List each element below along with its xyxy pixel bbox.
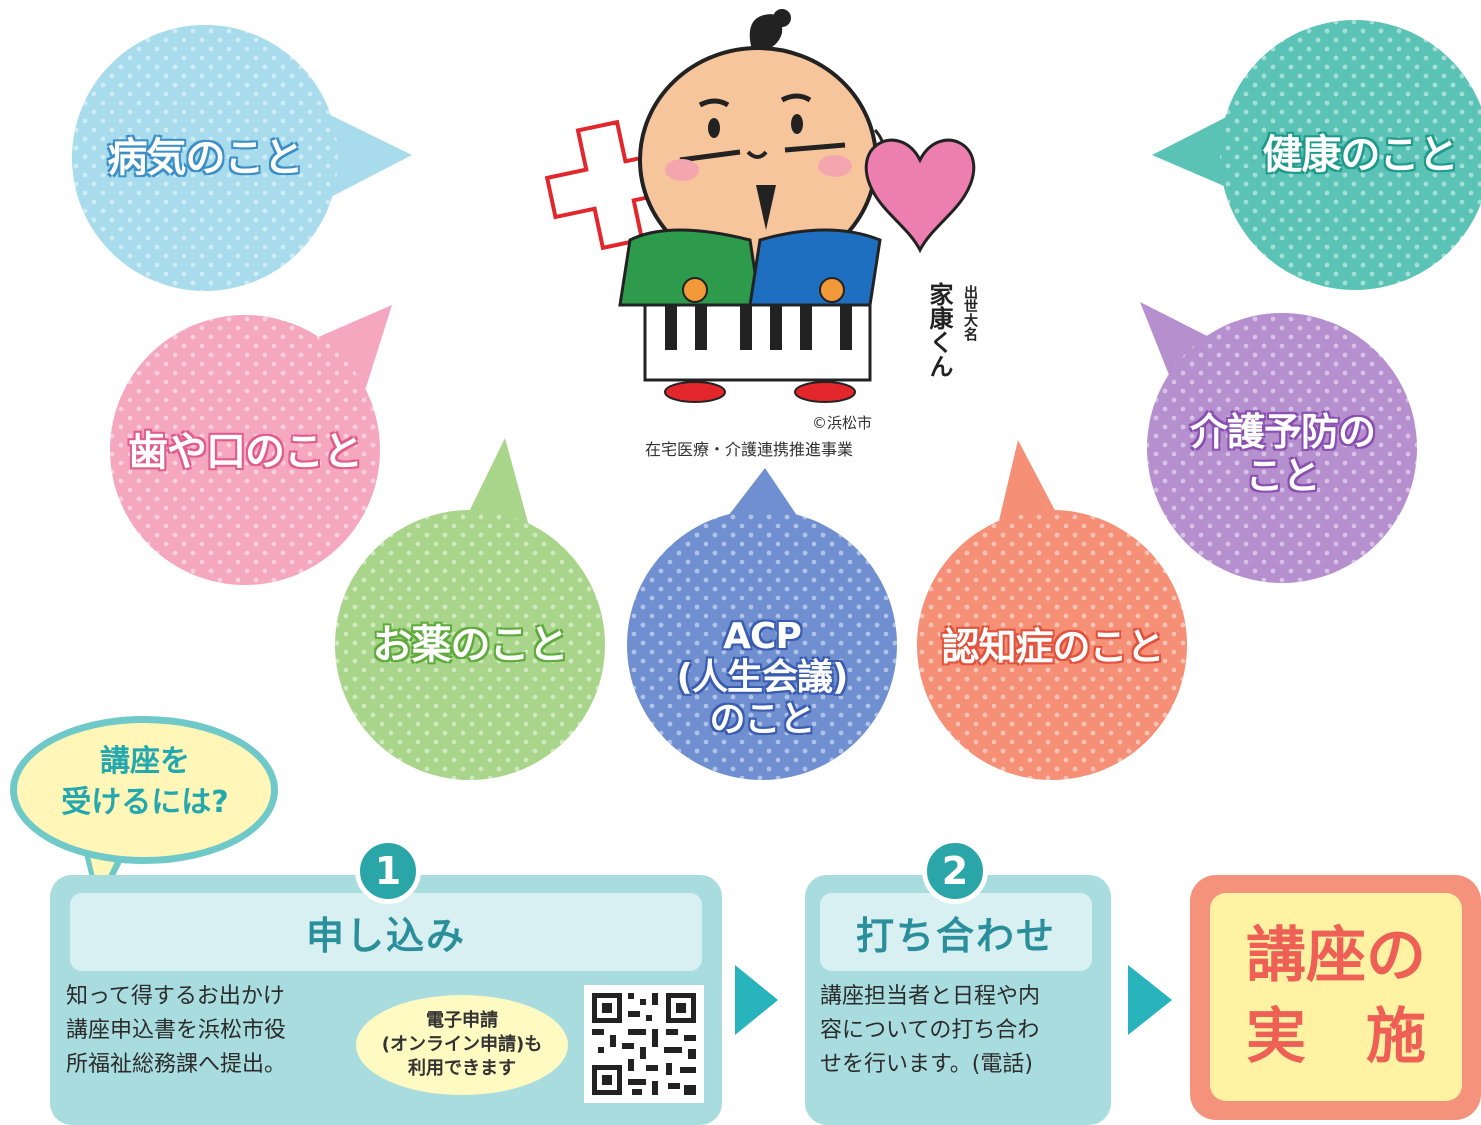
topic-bubble-acp xyxy=(627,468,897,780)
topic-label-medicine: お薬のこと xyxy=(372,622,569,668)
mascot-small-title: 出世大名 xyxy=(962,285,978,341)
topic-label-illness: 病気のこと xyxy=(107,135,304,181)
step-2-title: 打ち合わせ xyxy=(820,893,1092,971)
step-1-title: 申し込み xyxy=(70,893,702,971)
qr-code[interactable] xyxy=(584,985,704,1103)
topic-label-care-prevention: 介護予防の こと xyxy=(1189,410,1376,498)
final-label: 講座の 実 施 xyxy=(1210,893,1462,1101)
heart-icon xyxy=(864,138,976,254)
step-2-description: 講座担当者と日程や内 容についての打ち合わ せを行います。(電話) xyxy=(820,984,1041,1078)
step-1-description: 知って得するお出かけ 講座申込書を浜松市役 所福祉総務課へ提出。 xyxy=(66,984,287,1078)
mascot-copyright: ©浜松市 xyxy=(812,414,873,432)
topic-bubble-teeth xyxy=(110,305,392,585)
topic-bubble-health xyxy=(1152,20,1481,290)
mascot-name: 家康くん xyxy=(925,282,953,378)
mascot-program: 在宅医療・介護連携推進事業 xyxy=(645,440,854,459)
topic-bubble-dementia xyxy=(917,440,1187,780)
arrow-icon xyxy=(735,965,778,1035)
arrow-icon xyxy=(1128,965,1172,1035)
topic-label-teeth: 歯や口のこと xyxy=(128,429,363,475)
question-bubble-text: 講座を 受けるには? xyxy=(61,744,229,820)
topic-bubble-illness xyxy=(72,25,412,291)
topic-label-health: 健康のこと xyxy=(1262,132,1459,178)
topic-label-acp: ACP (人生会議) のこと xyxy=(676,615,849,740)
online-application-note: 電子申請 (オンライン申請)も 利用できます xyxy=(356,995,568,1095)
final-line-2: 実 施 xyxy=(1246,1002,1426,1072)
step-2-number: 2 xyxy=(922,838,988,904)
final-line-1: 講座の xyxy=(1246,921,1426,991)
topic-bubble-care-prevention xyxy=(1140,302,1417,583)
topic-label-dementia: 認知症のこと xyxy=(941,625,1164,670)
mascot-illustration xyxy=(544,9,976,403)
topic-bubble-medicine xyxy=(335,438,605,780)
question-bubble xyxy=(10,716,278,910)
step-1-number: 1 xyxy=(355,838,421,904)
